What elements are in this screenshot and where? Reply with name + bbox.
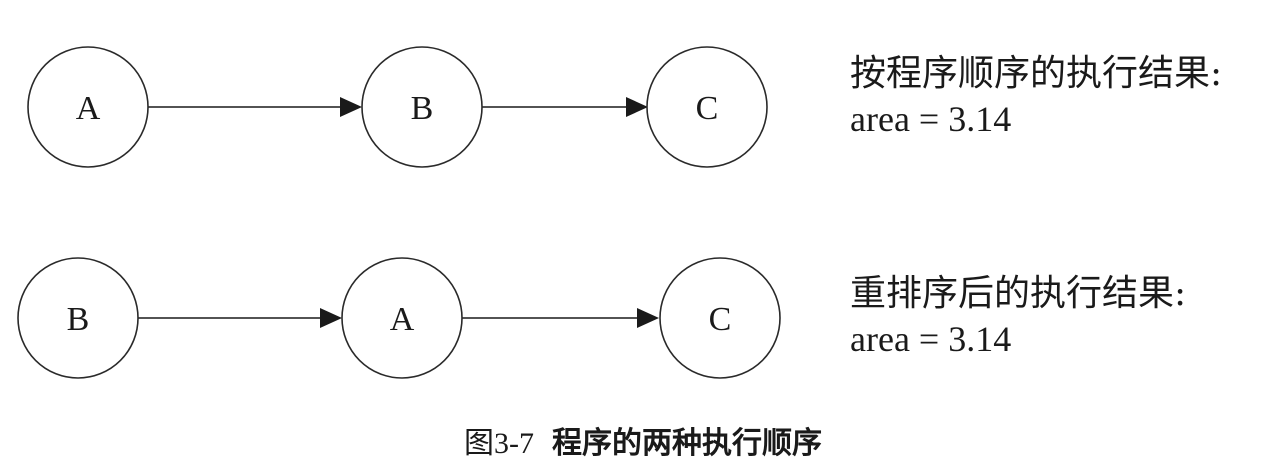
figure-number: 图3-7 bbox=[464, 427, 534, 460]
node-row2-2: A bbox=[341, 257, 463, 379]
svg-text:C: C bbox=[696, 90, 719, 127]
node-row1-2: B bbox=[361, 46, 483, 168]
edge-row1-b-to-c bbox=[482, 97, 648, 117]
node-row2-3: C bbox=[659, 257, 781, 379]
edge-row2-b-to-a bbox=[138, 308, 342, 328]
result-value-row1: area = 3.14 bbox=[850, 99, 1012, 139]
svg-text:C: C bbox=[709, 301, 732, 338]
svg-text:B: B bbox=[67, 301, 90, 338]
result-value-row2: area = 3.14 bbox=[850, 319, 1012, 359]
node-row1-1: A bbox=[27, 46, 149, 168]
result-row2: 重排序后的执行结果: area = 3.14 bbox=[850, 272, 1186, 362]
node-row1-3: C bbox=[646, 46, 768, 168]
svg-text:A: A bbox=[390, 301, 415, 338]
node-row2-1: B bbox=[17, 257, 139, 379]
result-row1: 按程序顺序的执行结果: area = 3.14 bbox=[850, 52, 1222, 142]
svg-text:B: B bbox=[411, 90, 434, 127]
edge-row2-a-to-c bbox=[462, 308, 659, 328]
svg-text:A: A bbox=[76, 90, 101, 127]
figure-caption: 图3-7 程序的两种执行顺序 bbox=[0, 424, 1286, 464]
result-heading-row1: 按程序顺序的执行结果: bbox=[850, 53, 1223, 94]
edge-row1-a-to-b bbox=[146, 97, 362, 117]
figure-title: 程序的两种执行顺序 bbox=[552, 426, 822, 461]
result-heading-row2: 重排序后的执行结果: bbox=[850, 273, 1187, 314]
